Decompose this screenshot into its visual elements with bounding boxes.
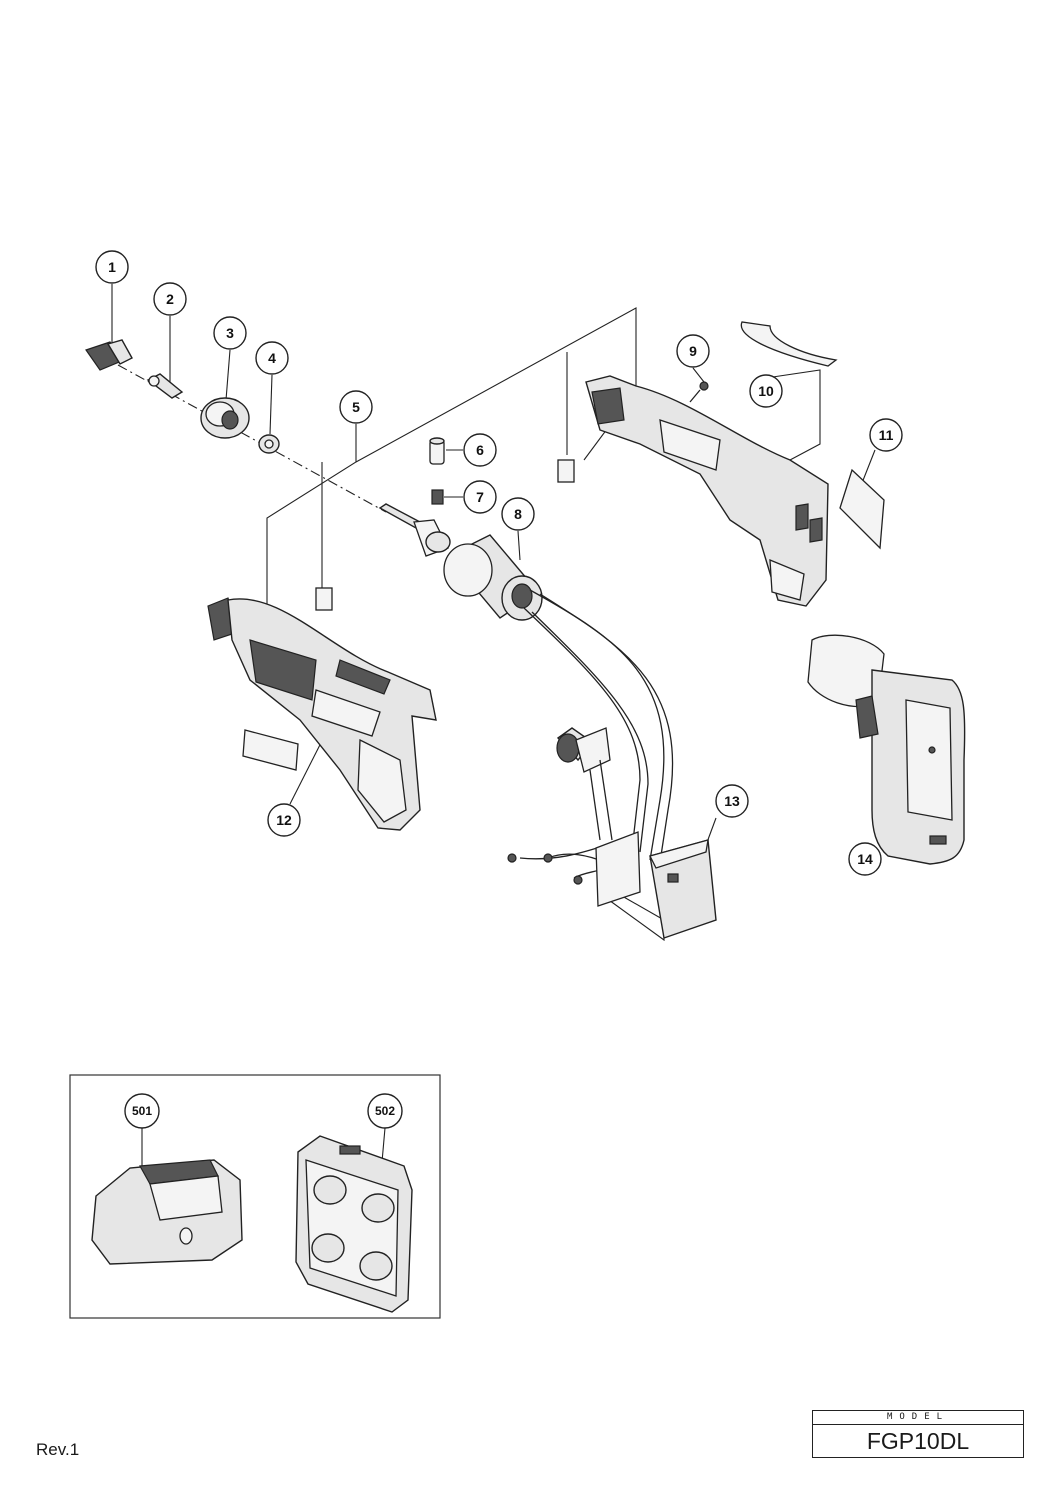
callout-label: 10 xyxy=(758,383,774,399)
callout-label: 11 xyxy=(879,427,894,443)
switch-unit xyxy=(507,727,717,939)
callout-3: 3 xyxy=(213,316,247,350)
warning-label xyxy=(242,729,299,771)
spindle-cap xyxy=(200,397,250,439)
charger xyxy=(91,1159,243,1265)
model-box: MODEL FGP10DL xyxy=(812,1410,1024,1458)
callout-label: 6 xyxy=(476,442,484,458)
model-value: FGP10DL xyxy=(866,1428,970,1454)
callout-label: 3 xyxy=(226,325,234,341)
nameplate-label xyxy=(315,587,333,611)
callout-14: 14 xyxy=(848,842,882,876)
brush-cap xyxy=(429,437,445,465)
assembly-axis-line xyxy=(117,364,387,513)
name-label-right xyxy=(839,468,885,550)
callout-5: 5 xyxy=(339,390,373,424)
callout-7: 7 xyxy=(463,480,497,514)
hanger-wire xyxy=(740,321,838,367)
tapping-screw xyxy=(689,381,709,403)
callout-6: 6 xyxy=(463,433,497,467)
callout-10: 10 xyxy=(749,374,783,408)
callout-label: 13 xyxy=(724,793,740,809)
callout-9: 9 xyxy=(676,334,710,368)
armature-shaft xyxy=(378,503,451,557)
callout-4: 4 xyxy=(255,341,289,375)
callout-label: 8 xyxy=(514,506,522,522)
callout-label: 501 xyxy=(132,1104,152,1118)
washer xyxy=(258,434,280,454)
callout-label: 2 xyxy=(166,291,174,307)
callout-502: 502 xyxy=(367,1093,403,1129)
collet-nut xyxy=(85,339,133,371)
callout-label: 4 xyxy=(268,350,276,366)
dc-motor xyxy=(443,534,543,621)
housing-right xyxy=(585,375,829,607)
callout-13: 13 xyxy=(715,784,749,818)
callout-2: 2 xyxy=(153,282,187,316)
callout-501: 501 xyxy=(124,1093,160,1129)
callout-12: 12 xyxy=(267,803,301,837)
revision-label: Rev.1 xyxy=(36,1440,80,1459)
accessories-box xyxy=(69,1074,441,1319)
small-label xyxy=(557,459,575,483)
callout-label: 1 xyxy=(108,259,116,275)
callout-label: 9 xyxy=(689,343,697,359)
callout-label: 14 xyxy=(857,851,873,867)
model-caption: MODEL xyxy=(813,1411,1023,1425)
callout-label: 12 xyxy=(276,812,292,828)
spring xyxy=(431,489,444,505)
motor-wires xyxy=(523,589,674,863)
carrying-case xyxy=(295,1135,413,1313)
housing-left xyxy=(207,597,437,831)
collet xyxy=(146,373,184,399)
callout-label: 502 xyxy=(375,1104,395,1118)
callout-label: 7 xyxy=(476,489,484,505)
callout-label: 5 xyxy=(352,399,360,415)
callout-1: 1 xyxy=(95,250,129,284)
callout-11: 11 xyxy=(869,418,903,452)
callout-8: 8 xyxy=(501,497,535,531)
battery-pack xyxy=(807,634,966,865)
